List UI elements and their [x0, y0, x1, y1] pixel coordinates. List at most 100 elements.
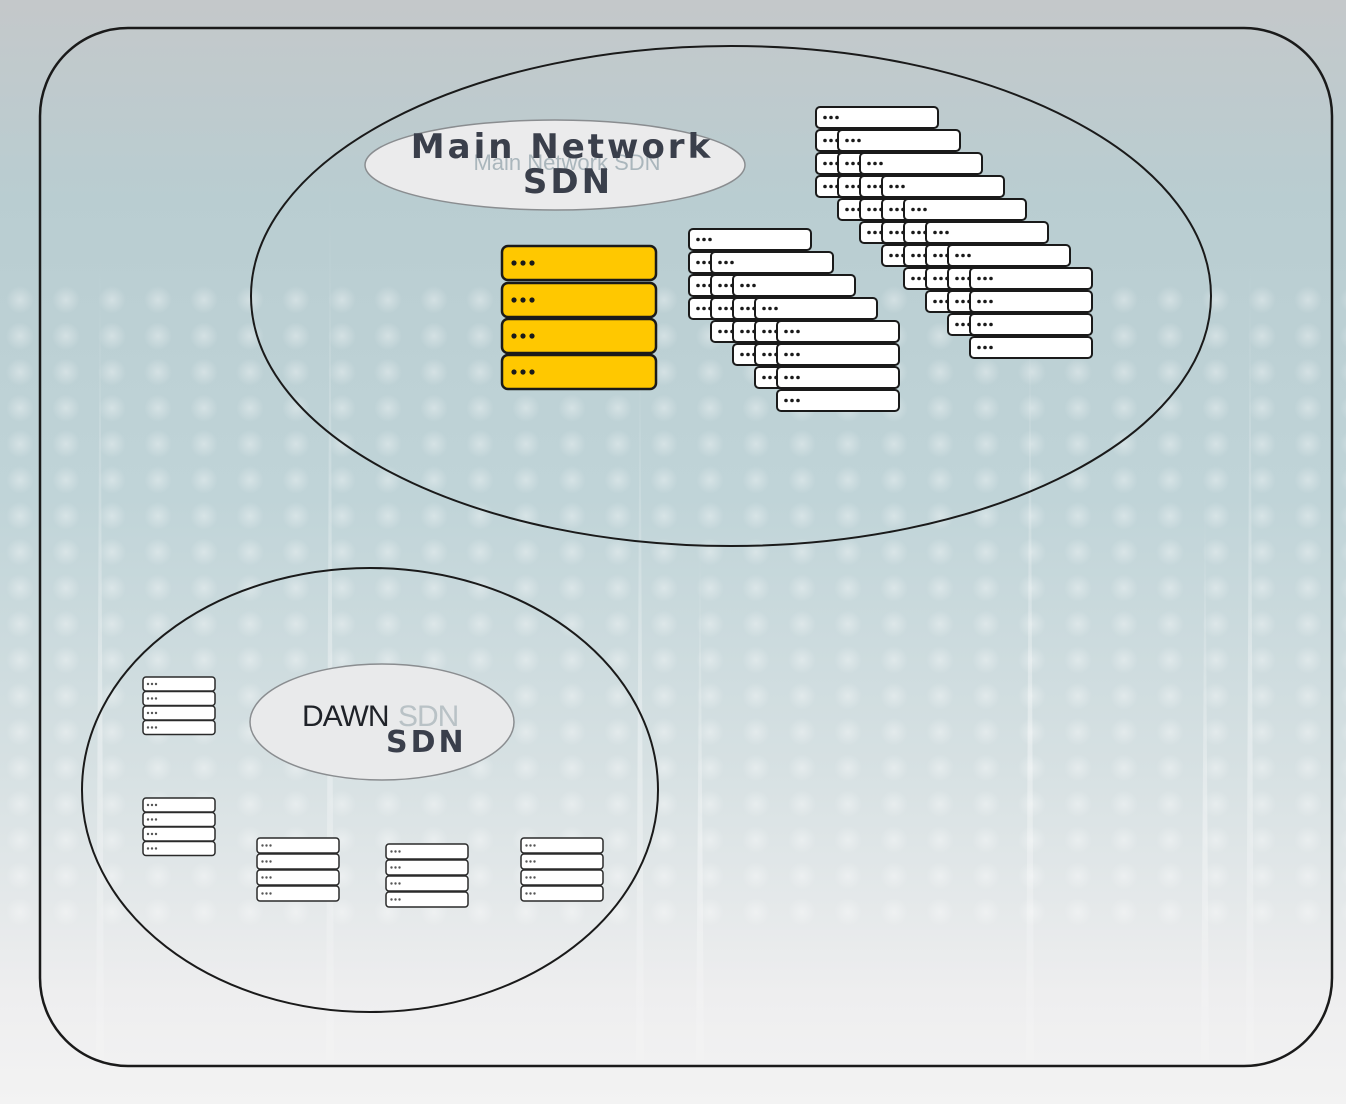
- background-dot: [1248, 430, 1276, 458]
- background-dot: [190, 358, 218, 386]
- background-dot: [1064, 538, 1092, 566]
- background-dot: [1202, 502, 1230, 530]
- server-unit: [385, 859, 469, 876]
- background-dot: [1202, 286, 1230, 314]
- background-dot: [1248, 286, 1276, 314]
- server-unit: [142, 797, 216, 813]
- background-dot: [282, 394, 310, 422]
- background-dot: [374, 394, 402, 422]
- background-dot: [282, 322, 310, 350]
- background-dot: [1110, 646, 1138, 674]
- server-unit: [385, 891, 469, 908]
- background-dot: [880, 466, 908, 494]
- background-dot: [834, 718, 862, 746]
- background-dot: [742, 574, 770, 602]
- background-dot: [190, 466, 218, 494]
- background-dot: [1340, 288, 1346, 312]
- background-dot: [972, 754, 1000, 782]
- background-dot: [98, 754, 126, 782]
- background-dot: [1340, 684, 1346, 708]
- background-dot: [420, 358, 448, 386]
- background-dot: [1110, 466, 1138, 494]
- background-light-streak: [326, 160, 334, 1060]
- server-unit: [776, 320, 900, 343]
- background-dot: [52, 358, 80, 386]
- background-dot: [834, 502, 862, 530]
- background-dot: [650, 466, 678, 494]
- highlighted-server-unit: [500, 244, 658, 282]
- background-dot: [1294, 322, 1322, 350]
- background-dot: [1202, 394, 1230, 422]
- background-dot: [1248, 826, 1276, 854]
- background-dot: [926, 862, 954, 890]
- background-dot: [558, 394, 586, 422]
- background-dot: [1156, 682, 1184, 710]
- background-dot: [144, 286, 172, 314]
- background-dot: [650, 718, 678, 746]
- background-dot: [1340, 612, 1346, 636]
- server-unit: [142, 719, 216, 736]
- background-dot: [1248, 394, 1276, 422]
- background-dot: [972, 682, 1000, 710]
- background-dot: [282, 574, 310, 602]
- background-dot: [926, 646, 954, 674]
- dawn-label-bubble: [249, 663, 515, 781]
- background-dot: [1110, 898, 1138, 926]
- background-dot: [1202, 358, 1230, 386]
- background-dot: [788, 430, 816, 458]
- background-dot: [1202, 790, 1230, 818]
- server-unit: [520, 869, 604, 886]
- background-dot: [834, 898, 862, 926]
- background-dot: [834, 862, 862, 890]
- background-dot: [144, 430, 172, 458]
- background-dot: [236, 286, 264, 314]
- background-dot: [282, 646, 310, 674]
- background-dot: [880, 718, 908, 746]
- background-dot: [650, 682, 678, 710]
- background-dot: [466, 358, 494, 386]
- server-unit: [732, 274, 856, 297]
- background-dot: [1294, 286, 1322, 314]
- server-unit: [256, 869, 340, 886]
- outer-frame: [38, 26, 1334, 1068]
- dawn-subtitle: SDN: [386, 725, 467, 760]
- background-dot: [1064, 646, 1092, 674]
- server-unit: [925, 221, 1049, 244]
- server-unit: [947, 244, 1071, 267]
- background-dot: [282, 286, 310, 314]
- background-dot: [236, 538, 264, 566]
- background-dot: [604, 862, 632, 890]
- background-dot: [6, 538, 34, 566]
- background-dot: [604, 538, 632, 566]
- background-dot: [1064, 430, 1092, 458]
- background-dot: [52, 826, 80, 854]
- background-dot: [926, 466, 954, 494]
- background-dot: [604, 466, 632, 494]
- background-dot: [558, 466, 586, 494]
- background-dot: [1156, 862, 1184, 890]
- background-dot: [1064, 826, 1092, 854]
- highlighted-server-unit: [500, 281, 658, 319]
- dawn-title: DAWN: [302, 700, 389, 733]
- background-dot: [1202, 466, 1230, 494]
- background-dot: [1248, 574, 1276, 602]
- background-dot: [696, 862, 724, 890]
- server-rack-icon: [142, 797, 216, 857]
- background-dot: [926, 538, 954, 566]
- background-dot: [926, 430, 954, 458]
- background-dot: [880, 646, 908, 674]
- background-dot: [742, 502, 770, 530]
- background-dot: [696, 394, 724, 422]
- background-dot: [512, 394, 540, 422]
- server-unit: [881, 175, 1005, 198]
- background-dot: [696, 502, 724, 530]
- background-dot: [144, 394, 172, 422]
- server-unit: [969, 336, 1093, 359]
- background-dot: [1340, 648, 1346, 672]
- background-dot: [972, 394, 1000, 422]
- background-dot: [788, 610, 816, 638]
- server-unit: [256, 837, 340, 854]
- background-dot: [236, 502, 264, 530]
- background-dot: [374, 790, 402, 818]
- background-dot: [972, 538, 1000, 566]
